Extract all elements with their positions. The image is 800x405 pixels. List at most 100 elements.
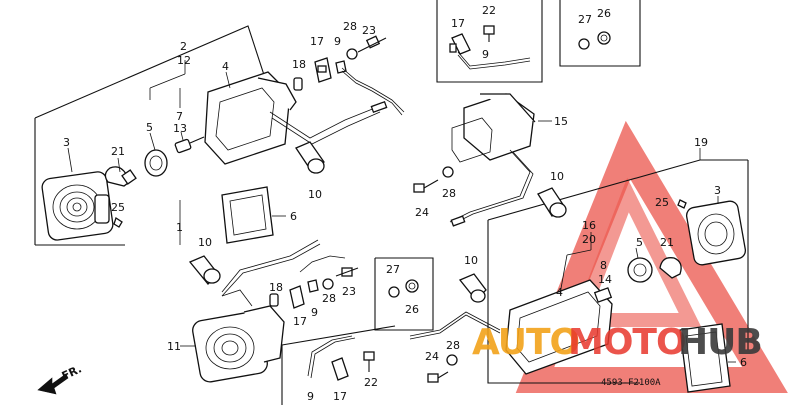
lamp-11-rear [192,305,285,383]
label-17-top-mid: 17 [451,17,465,30]
watermark-logo [515,120,788,393]
label-9-lower: 9 [311,306,318,319]
screw-14-right [593,287,613,303]
watermark-word-auto: AUTO [472,322,579,363]
gasket-6-right [679,323,731,393]
washer-28-top [346,48,358,60]
wire-bottom [307,335,356,379]
label-28-mid: 28 [442,187,456,200]
label-24-bottom: 24 [425,350,439,363]
label-5-right: 5 [636,236,643,249]
wire-lower-left [221,239,321,307]
label-24-mid: 24 [415,206,429,219]
part-labels: 2 12 4 7 5 13 3 21 25 1 6 17 9 28 23 18 … [63,4,747,403]
label-20: 20 [582,233,596,246]
label-4-right: 4 [556,286,563,299]
label-22-top: 22 [482,4,496,17]
screw-25-right [677,199,687,209]
bolt-23-top [357,35,387,53]
grommet-18-top [293,77,303,91]
nut-26-mid [405,279,419,293]
label-10-top: 10 [308,188,322,201]
label-9-bottom: 9 [307,390,314,403]
washer-28-mid [442,166,454,178]
collar-9-lower [299,255,346,293]
lens-3-right [685,200,747,266]
label-27-top: 27 [578,13,592,26]
label-25-right: 25 [655,196,669,209]
gasket-6-left [221,186,274,244]
label-17-bottom: 17 [333,390,347,403]
label-28-lower: 28 [322,292,336,305]
bulb-socket-10-top [295,141,325,174]
leader-lines [67,60,736,363]
watermark-word-hub: HUB [678,322,762,363]
housing-15 [451,93,536,163]
nut-27-top [578,38,590,50]
bolt-24-mid [413,179,439,193]
watermark-word-moto: MOTO [568,322,686,363]
label-3-left: 3 [63,136,70,149]
group-outline-mid [374,257,434,331]
clamp-17-lower [289,285,305,309]
label-19: 19 [694,136,708,149]
label-26-mid: 26 [405,303,419,316]
label-23-lower: 23 [342,285,356,298]
label-26-top: 26 [597,7,611,20]
label-5-left: 5 [146,121,153,134]
label-23-top: 23 [362,24,376,37]
washer-28-bottom [446,354,458,366]
label-10-lower-left: 10 [198,236,212,249]
label-6-right: 6 [740,356,747,369]
clamp-17-top-left [314,57,332,83]
bulb-socket-10-lower-left [188,255,221,285]
label-16: 16 [582,219,596,232]
bolt-22-top [483,25,495,42]
label-10-mid: 10 [550,170,564,183]
label-9-top: 9 [334,35,341,48]
grommet-18-lower [269,293,279,307]
label-2: 2 [180,40,187,53]
bulb-socket-10-mid [537,187,567,218]
label-7: 7 [176,110,183,123]
label-18-top: 18 [292,58,306,71]
label-17-top-left: 17 [310,35,324,48]
housing-4-right [505,279,613,375]
socket-5-right [627,257,653,283]
bolt-24-bottom [427,371,449,383]
bulb-21-left [104,166,137,187]
label-10-lower-mid: 10 [464,254,478,267]
label-21-right: 21 [660,236,674,249]
front-direction-label: FR. [60,362,84,382]
label-28-top: 28 [343,20,357,33]
label-15: 15 [554,115,568,128]
label-3-right: 3 [714,184,721,197]
group-outline-bottom [281,325,396,405]
clamp-17-bottom [331,357,349,381]
collar-9-top [335,60,405,116]
wire-center [449,149,534,227]
catalog-code: 4593-F2100A [601,378,661,388]
label-27-mid: 27 [386,263,400,276]
label-8: 8 [600,259,607,272]
label-11: 11 [167,340,181,353]
front-direction-arrow-icon [37,373,69,395]
lens-3-left [41,171,114,241]
socket-5-left [144,149,168,177]
group-outline-top-mid [436,0,543,83]
nut-26-top [597,31,611,45]
label-18-lower: 18 [269,281,283,294]
label-1: 1 [176,221,183,234]
label-21-left: 21 [111,145,125,158]
label-17-lower: 17 [293,315,307,328]
label-13: 13 [173,122,187,135]
wire-right-lower [409,311,501,340]
bulb-socket-10-lower-mid [458,273,487,303]
label-22-bottom: 22 [364,376,378,389]
wire-9-top-mid [457,51,531,70]
clamp-17-top-mid [449,33,471,55]
label-28-bottom: 28 [446,339,460,352]
label-6-left: 6 [290,210,297,223]
label-12: 12 [177,54,191,67]
